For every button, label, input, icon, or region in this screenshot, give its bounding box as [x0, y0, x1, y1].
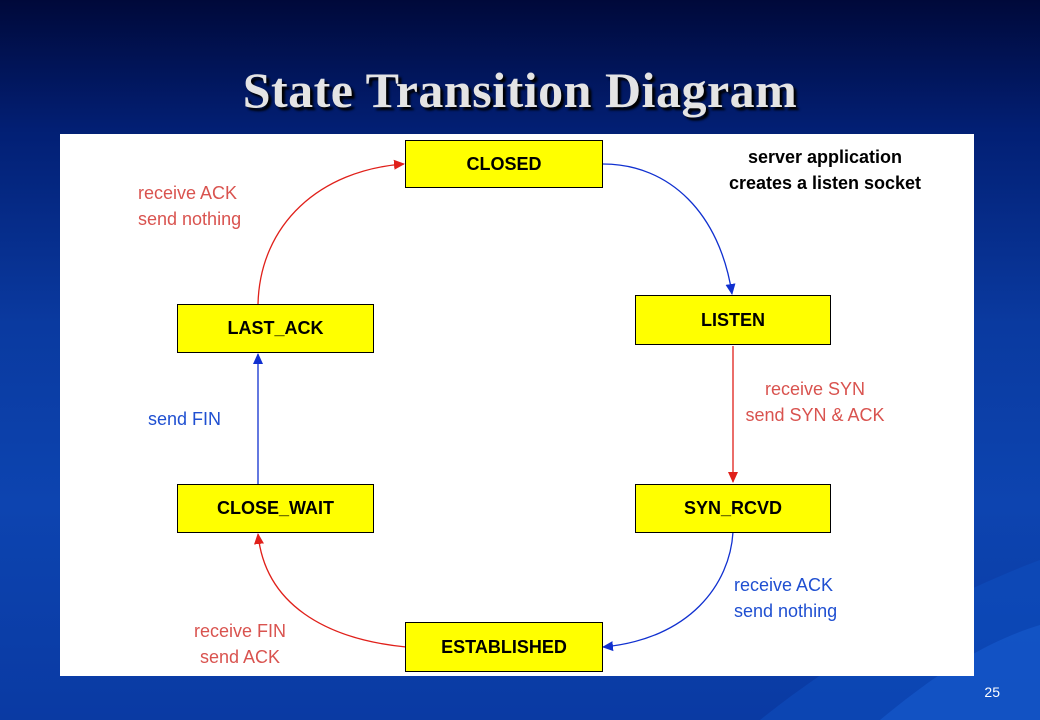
state-syn-rcvd: SYN_RCVD	[635, 484, 831, 533]
label-syn-rcvd-to-established: receive ACK send nothing	[734, 575, 838, 621]
arrow-syn-rcvd-to-established	[602, 531, 734, 652]
state-listen: LISTEN	[635, 295, 831, 345]
transition-arrows	[253, 159, 738, 652]
state-established: ESTABLISHED	[405, 622, 603, 672]
label-closed-to-listen: server application creates a listen sock…	[728, 147, 922, 193]
slide-title: State Transition Diagram	[242, 62, 798, 118]
state-last-ack: LAST_ACK	[177, 304, 374, 353]
label-last-ack-to-closed: receive ACK send nothing	[138, 183, 242, 229]
arrow-closed-to-listen	[602, 163, 736, 295]
label-listen-to-syn-rcvd: receive SYN send SYN & ACK	[745, 379, 885, 425]
arrow-last-ack-to-closed	[257, 159, 405, 305]
arrow-established-to-close-wait	[254, 533, 407, 648]
label-established-to-close-wait: receive FIN send ACK	[193, 621, 287, 667]
label-close-wait-to-last-ack: send FIN	[148, 409, 222, 429]
state-closed: CLOSED	[405, 140, 603, 188]
state-diagram-panel: CLOSED LISTEN SYN_RCVD ESTABLISHED CLOSE…	[60, 134, 974, 676]
state-close-wait: CLOSE_WAIT	[177, 484, 374, 533]
page-number: 25	[984, 684, 1000, 700]
